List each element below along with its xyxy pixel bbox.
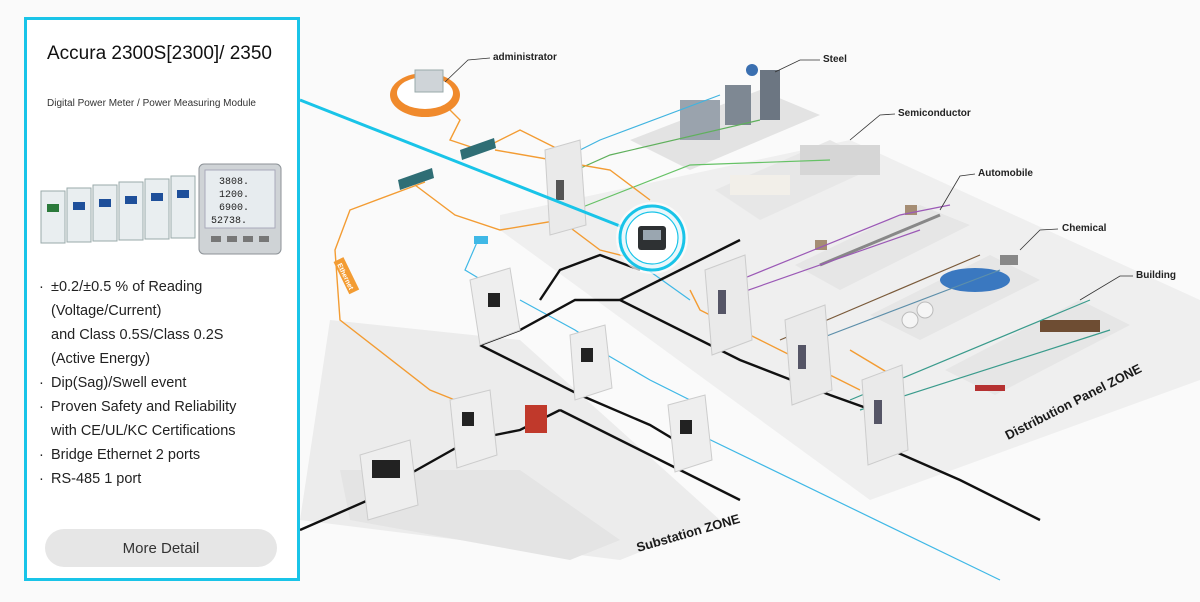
admin-workstation <box>390 69 460 117</box>
substation-panel-2 <box>569 324 613 401</box>
label-chemical: Chemical <box>1062 223 1107 234</box>
label-steel: Steel <box>823 54 847 65</box>
substation-panel-5 <box>359 439 419 521</box>
reading-1: 3808. <box>219 177 249 188</box>
label-automobile: Automobile <box>978 168 1033 179</box>
label-administrator: administrator <box>493 52 557 63</box>
feature-item: Proven Safety and Reliability <box>39 395 236 419</box>
product-card: Accura 2300S[2300]/ 2350 Digital Power M… <box>24 17 300 581</box>
distribution-panel-1 <box>544 139 587 236</box>
ethernet-switch-2 <box>460 138 496 160</box>
distribution-panel-2 <box>704 254 753 356</box>
highlighted-meter[interactable] <box>616 202 688 274</box>
module-row <box>40 175 196 244</box>
reading-4: 52738. <box>211 216 247 227</box>
ethernet-switch-1 <box>398 168 434 190</box>
substation-panel-4 <box>449 389 498 469</box>
converter <box>474 236 488 244</box>
transformer <box>525 405 547 433</box>
building-facility <box>945 300 1130 395</box>
meter-device: 3808. 1200. 6900. 52738. <box>198 163 282 255</box>
product-image: 3808. 1200. 6900. 52738. <box>40 163 282 255</box>
feature-item: and Class 0.5S/Class 0.2S <box>51 327 224 343</box>
more-detail-button[interactable]: More Detail <box>45 529 277 567</box>
feature-item: RS-485 1 port <box>39 467 236 491</box>
feature-item: (Active Energy) <box>51 351 151 367</box>
product-title: Accura 2300S[2300]/ 2350 <box>47 43 273 64</box>
feature-list: ±0.2/±0.5 % of Reading (Voltage/Current)… <box>39 275 236 491</box>
label-building: Building <box>1136 270 1176 281</box>
feature-item: with CE/UL/KC Certifications <box>51 423 236 439</box>
label-leaders <box>444 57 1133 301</box>
automobile-facility <box>795 205 970 290</box>
reading-3: 6900. <box>219 203 249 214</box>
feature-item: Dip(Sag)/Swell event <box>39 371 236 395</box>
distribution-panel-3 <box>784 304 833 406</box>
steel-facility <box>630 64 820 170</box>
distribution-panel-4 <box>861 364 909 466</box>
feature-item: (Voltage/Current) <box>51 303 162 319</box>
label-semiconductor: Semiconductor <box>898 108 971 119</box>
product-subtitle: Digital Power Meter / Power Measuring Mo… <box>47 98 256 109</box>
feature-item: Bridge Ethernet 2 ports <box>39 443 236 467</box>
substation-panel-1 <box>469 267 521 346</box>
feature-item: ±0.2/±0.5 % of Reading <box>39 275 236 299</box>
highlight-connector <box>299 98 626 230</box>
reading-2: 1200. <box>219 190 249 201</box>
substation-panel-3 <box>667 394 713 473</box>
